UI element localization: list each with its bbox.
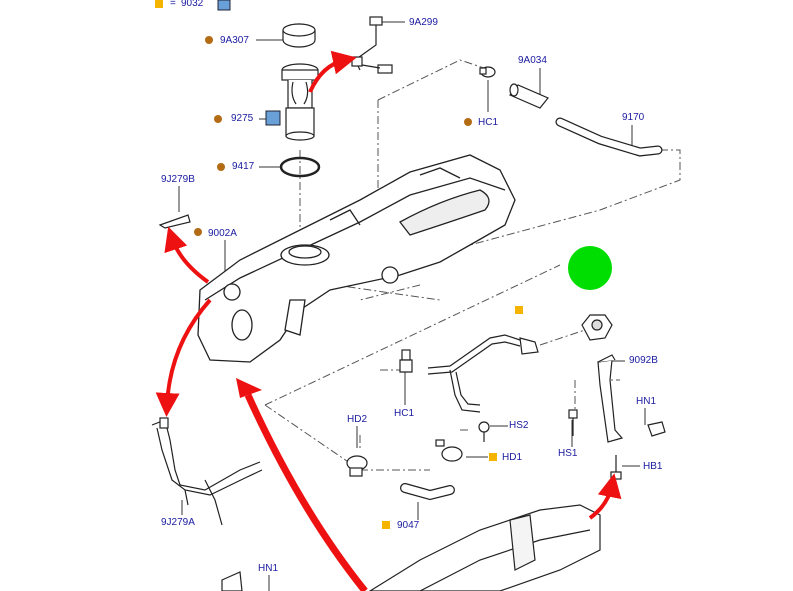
valve-part [581, 314, 613, 341]
label-hd2: HD2 [347, 414, 368, 425]
bolt-hb1 [610, 455, 622, 480]
legend-square-bullet [155, 0, 163, 8]
arrow-shield-to-tank [244, 393, 368, 591]
fuel-pump-module [281, 63, 319, 141]
wiring-harness-9j279a [151, 417, 263, 526]
label-hn1-right: HN1 [636, 396, 657, 407]
arrow-sender-to-pump [308, 50, 357, 93]
fuel-tank [197, 154, 516, 363]
label-9a034: 9A034 [518, 55, 547, 66]
legend-equals: = [170, 0, 176, 9]
fuel-sender-float [351, 16, 393, 74]
bullet-9a307 [205, 36, 213, 44]
clip-hd1 [435, 439, 463, 462]
square-bullet-hd1 [489, 453, 497, 461]
arrow-tank-to-harness [155, 298, 212, 417]
square-bullet-valve [515, 306, 523, 314]
label-hs1: HS1 [558, 448, 578, 459]
clip-9j279b [158, 214, 191, 229]
label-9a307: 9A307 [220, 35, 249, 46]
label-hb1: HB1 [643, 461, 663, 472]
label-hc1-mid: HC1 [394, 408, 415, 419]
label-9047: 9047 [397, 520, 420, 531]
legend-code: 9032 [181, 0, 204, 9]
heat-shield [368, 504, 601, 591]
label-hn1-bottom: HN1 [258, 563, 279, 574]
bracket-9092b [597, 354, 624, 443]
label-9a299: 9A299 [409, 17, 438, 28]
label-9j279b: 9J279B [161, 174, 195, 185]
label-9j279a: 9J279A [161, 517, 195, 528]
label-9417: 9417 [232, 161, 255, 172]
label-hd1: HD1 [502, 452, 523, 463]
bracket-hn1-bottom [221, 571, 243, 591]
arrow-tank-to-clip [164, 226, 210, 284]
nut-hn1-right [647, 421, 666, 437]
legend-connector-icon [217, 0, 231, 11]
clamp-hd2 [346, 455, 368, 477]
hose-clamp-hc1-top [479, 66, 496, 78]
bolt-hs2 [478, 421, 490, 442]
label-9092b: 9092B [629, 355, 658, 366]
square-bullet-9047 [382, 521, 390, 529]
vent-pipe-assembly [427, 334, 539, 413]
label-9170: 9170 [622, 112, 645, 123]
red-arrows [155, 50, 622, 520]
label-9275: 9275 [231, 113, 254, 124]
filler-pipe-9a034 [509, 83, 549, 109]
bullet-9002a [194, 228, 202, 236]
label-hc1-top: HC1 [478, 117, 499, 128]
highlight-marker [568, 246, 612, 290]
o-ring [279, 156, 321, 178]
filler-cap [282, 23, 316, 48]
label-hs2: HS2 [509, 420, 529, 431]
bolt-hs1 [568, 409, 578, 436]
bullet-9417 [217, 163, 225, 171]
bullet-9275 [214, 115, 222, 123]
label-9002a: 9002A [208, 228, 237, 239]
pump-connector [265, 110, 281, 126]
bullet-hc1-top [464, 118, 472, 126]
arrow-shield-to-bolt [588, 473, 622, 520]
hose-clamp-hc1-mid [399, 349, 413, 373]
